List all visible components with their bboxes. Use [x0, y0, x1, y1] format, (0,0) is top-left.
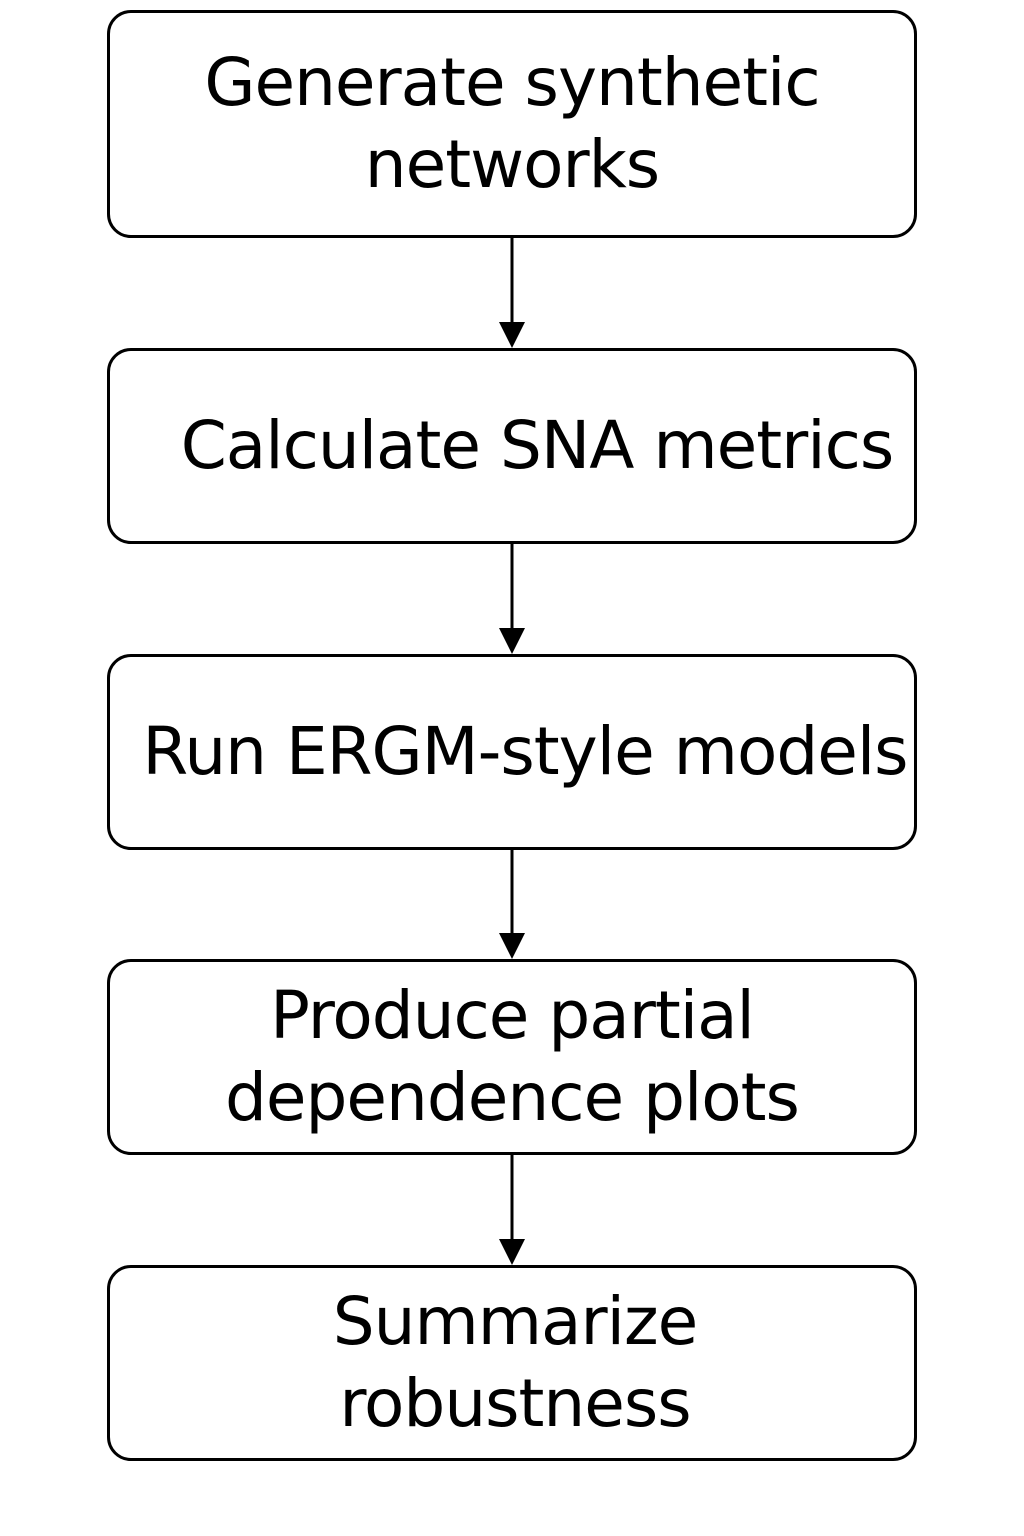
arrow-1-to-2 — [499, 238, 525, 348]
arrow-3-to-4 — [499, 850, 525, 959]
step-label: Calculate SNA metrics — [180, 407, 895, 484]
step-calculate-metrics: Calculate SNA metrics — [107, 348, 917, 544]
step-generate-networks: Generate synthetic networks — [107, 10, 917, 238]
step-label: Run ERGM-style models — [142, 713, 908, 790]
step-label: Generate synthetic networks — [204, 44, 820, 203]
arrow-4-to-5 — [499, 1155, 525, 1265]
step-run-models: Run ERGM-style models — [107, 654, 917, 850]
step-label: Summarize robustness — [332, 1283, 698, 1442]
step-summarize-robustness: Summarize robustness — [107, 1265, 917, 1461]
arrow-2-to-3 — [499, 544, 525, 654]
step-label: Produce partial dependence plots — [225, 977, 800, 1136]
step-produce-plots: Produce partial dependence plots — [107, 959, 917, 1155]
